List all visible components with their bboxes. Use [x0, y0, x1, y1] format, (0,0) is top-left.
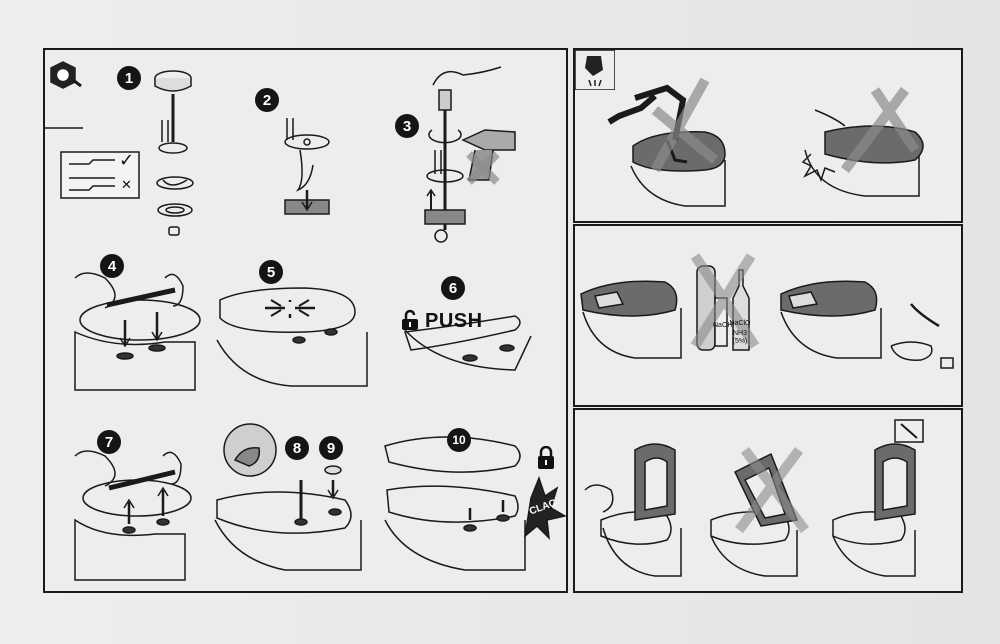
step-number-1: 1: [117, 66, 141, 90]
cleaning-artwork: [580, 253, 954, 369]
check-mark: ✓: [119, 150, 135, 171]
step-number-3: 3: [395, 114, 419, 138]
lock-open-icon: [402, 309, 418, 330]
step-number-8: 8: [285, 436, 309, 460]
step-number-7: 7: [97, 430, 121, 454]
misuse-panel: [573, 48, 963, 223]
installation-panel: 1 2 3 4 5 6 7 8 9 10 ✓ ✕ PUSH CLAC: [43, 48, 568, 593]
step-number-10: 10: [447, 428, 471, 452]
flush-artwork: [584, 419, 924, 577]
step-number-5: 5: [259, 260, 283, 284]
lock-closed-icon: [538, 446, 554, 469]
naclo-label: NaClO: [729, 320, 751, 327]
push-label: PUSH: [425, 310, 483, 332]
nh3-label: NH3 (5%): [732, 330, 748, 345]
step-number-2: 2: [255, 88, 279, 112]
step-number-6: 6: [441, 276, 465, 300]
naoh-label: NaOH: [713, 322, 733, 329]
hand-wash-icon: [575, 50, 615, 90]
hex-tool-icon: [50, 61, 82, 89]
flush-panel: [573, 408, 963, 593]
cross-mark: ✕: [121, 178, 132, 193]
misuse-artwork: [607, 77, 924, 207]
cleaning-panel: NaClO NaOH NH3 (5%): [573, 224, 963, 407]
installation-artwork: [45, 50, 566, 591]
step-number-9: 9: [319, 436, 343, 460]
step-number-4: 4: [100, 254, 124, 278]
